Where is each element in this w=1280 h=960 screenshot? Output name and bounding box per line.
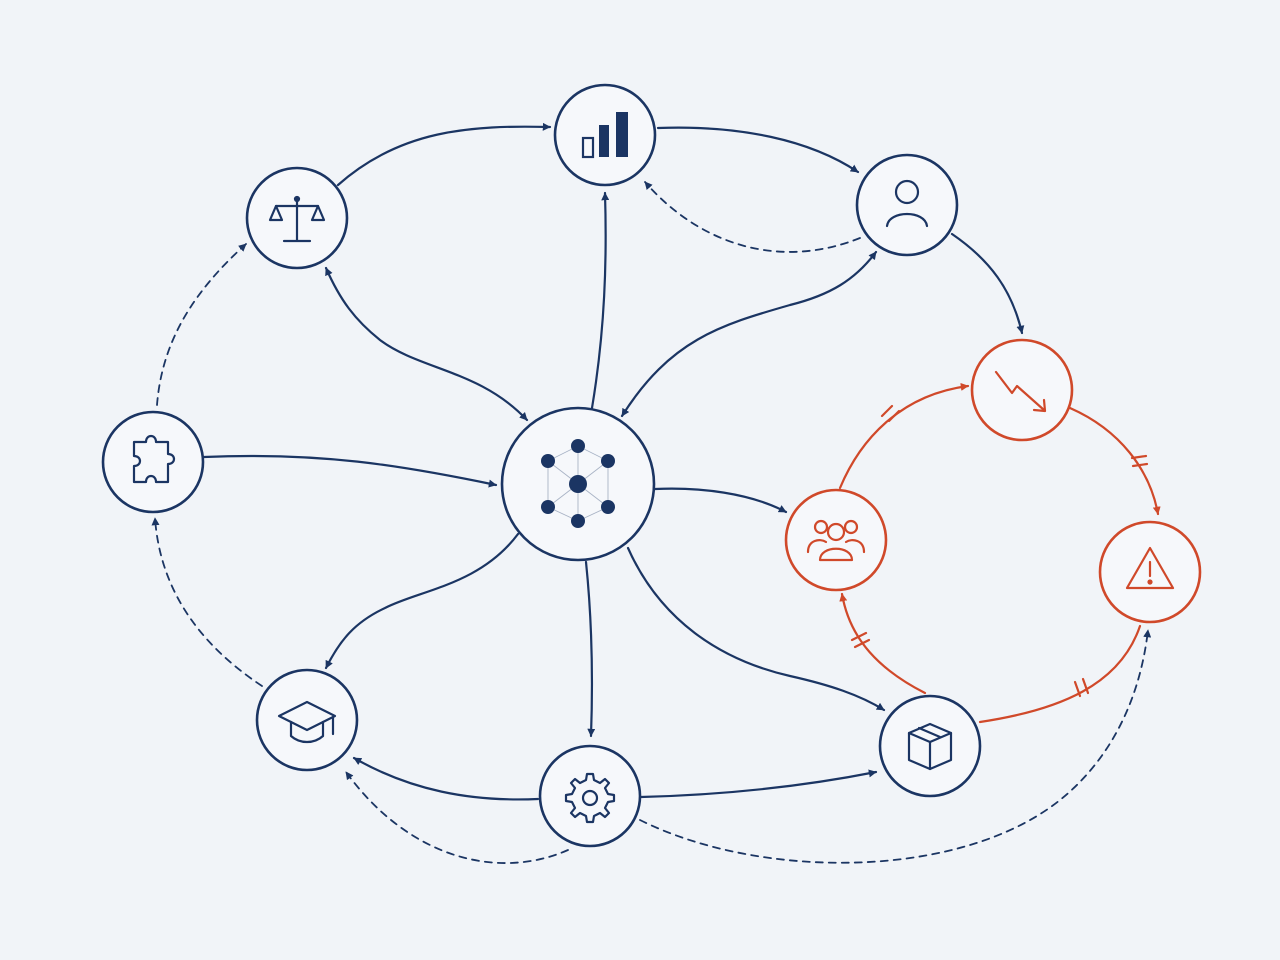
edge-product-risk	[978, 624, 1142, 724]
team-node[interactable]	[784, 488, 888, 592]
edge-team-decline	[838, 382, 970, 490]
edge-hub-analytics	[590, 191, 610, 410]
edge-product-team	[839, 592, 927, 695]
warning-triangle-icon	[1125, 546, 1175, 590]
graduation-cap-icon	[277, 700, 337, 744]
edge-decline-risk	[1068, 406, 1161, 516]
risk-node[interactable]	[1098, 520, 1202, 624]
governance-node[interactable]	[245, 166, 349, 270]
operations-node[interactable]	[538, 744, 642, 848]
edge-hub-user	[620, 250, 878, 418]
integration-node[interactable]	[101, 410, 205, 514]
edge-hub-governance	[324, 266, 529, 422]
decline-node[interactable]	[970, 338, 1074, 442]
user-icon	[885, 179, 929, 228]
edge-operations-education	[352, 756, 540, 801]
edge-hub-education	[324, 532, 520, 670]
edge-user-analytics-dashed	[644, 181, 861, 253]
edge-governance-analytics	[336, 122, 552, 187]
user-node[interactable]	[855, 153, 959, 257]
balance-scale-icon	[268, 195, 326, 243]
edge-hub-team	[653, 487, 788, 514]
edge-hub-product	[626, 546, 886, 712]
puzzle-piece-icon	[132, 434, 176, 484]
bar-chart-icon	[581, 112, 628, 159]
edge-integration-governance-dashed	[156, 243, 247, 406]
edge-integration-hub	[202, 454, 498, 488]
edge-operations-risk-dashed	[639, 629, 1152, 864]
hub-node[interactable]	[500, 406, 656, 562]
gear-icon	[564, 772, 616, 824]
edge-operations-product	[639, 769, 878, 799]
analytics-node[interactable]	[553, 83, 657, 187]
edge-operations-education-dashed	[345, 771, 569, 864]
package-box-icon	[907, 722, 953, 771]
education-node[interactable]	[255, 668, 359, 772]
edge-user-decline	[950, 232, 1025, 335]
trend-down-icon	[994, 370, 1047, 413]
network-hub-icon	[541, 439, 615, 528]
edge-break-marks	[850, 404, 1149, 698]
edge-hub-operations	[584, 560, 596, 738]
team-group-icon	[806, 519, 866, 562]
edge-analytics-user	[656, 126, 860, 174]
product-node[interactable]	[878, 694, 982, 798]
edge-education-integration-dashed	[151, 517, 263, 687]
edges	[151, 122, 1161, 864]
